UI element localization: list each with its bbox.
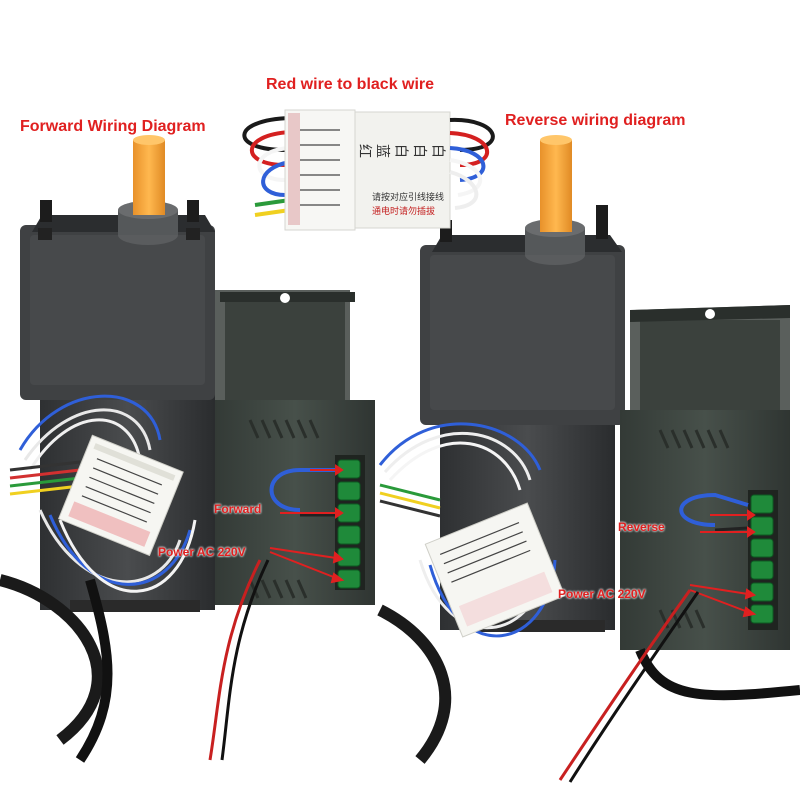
right-shaft — [540, 140, 572, 232]
reverse-diagram-title: Reverse wiring diagram — [505, 112, 686, 129]
module-note-1: 请按对应引线接线 — [372, 191, 444, 203]
wiring-inset: 白 白 白 蓝 红 请按对应引线接线 通电时请勿插拔 — [242, 109, 495, 231]
left-forward-label: Forward — [214, 502, 262, 516]
forward-diagram-title: Forward Wiring Diagram — [20, 118, 206, 135]
left-motor — [20, 135, 215, 612]
right-power-label: Power AC 220V — [558, 587, 646, 601]
left-power-label: Power AC 220V — [158, 545, 246, 559]
bolt-icon — [596, 205, 608, 239]
right-speed-module — [424, 502, 566, 638]
left-shaft — [133, 140, 165, 215]
bolt-icon — [40, 200, 52, 222]
left-controller — [215, 290, 375, 605]
left-harness — [9, 394, 197, 593]
bolt-icon — [187, 200, 199, 222]
module-note-2: 通电时请勿插拔 — [372, 205, 435, 217]
left-speed-module — [57, 434, 184, 557]
module-colors-text: 白 白 白 蓝 红 — [358, 142, 446, 158]
right-reverse-label: Reverse — [618, 520, 665, 534]
right-controller — [620, 305, 790, 650]
top-center-label: Red wire to black wire — [266, 76, 435, 93]
inset-module-side — [354, 111, 451, 229]
